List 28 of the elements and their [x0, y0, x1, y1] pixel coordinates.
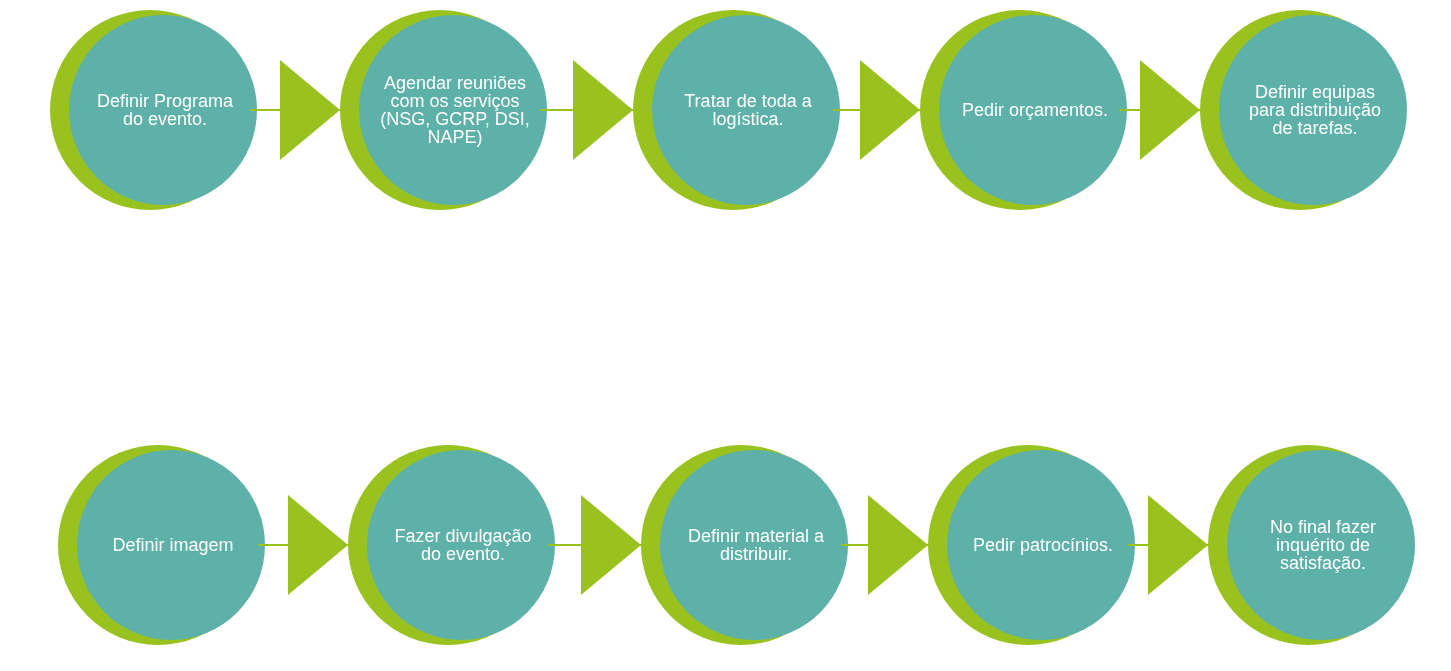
chevron-arrow: [1127, 495, 1209, 595]
step-text: Agendar reuniões com os serviços (NSG, GCRP, DSI, NAPE): [380, 74, 530, 146]
chevron-arrow: [249, 60, 341, 160]
step-text: No final fazer inquérito de satisfação.: [1268, 518, 1378, 572]
step-text: Tratar de toda a logística.: [683, 92, 813, 128]
circle-step: [348, 445, 558, 645]
step-text: Definir imagem: [112, 536, 234, 554]
chevron-arrow: [257, 495, 349, 595]
circle-step: [928, 445, 1138, 645]
chevron-arrow: [539, 60, 634, 160]
step-text: Definir Programa do evento.: [95, 92, 234, 128]
circle-step: [58, 445, 268, 645]
step-text: Definir equipas para distribuição de tarefas.: [1247, 83, 1383, 137]
chevron-arrow: [1119, 60, 1201, 160]
chevron-arrow: [832, 60, 921, 160]
step-text: Definir material a distribuir.: [686, 527, 825, 563]
circle-step: [50, 10, 260, 210]
chevron-arrow: [547, 495, 642, 595]
circle-step: [641, 445, 851, 645]
step-text: Pedir patrocínios.: [972, 536, 1114, 554]
circle-step: [1208, 445, 1418, 645]
circle-step: [1200, 10, 1410, 210]
circle-step: [340, 10, 550, 210]
circle-step: [920, 10, 1130, 210]
circle-step: [633, 10, 843, 210]
chevron-arrow: [840, 495, 929, 595]
step-text: Fazer divulgação do evento.: [393, 527, 533, 563]
step-text: Pedir orçamentos.: [961, 101, 1109, 119]
